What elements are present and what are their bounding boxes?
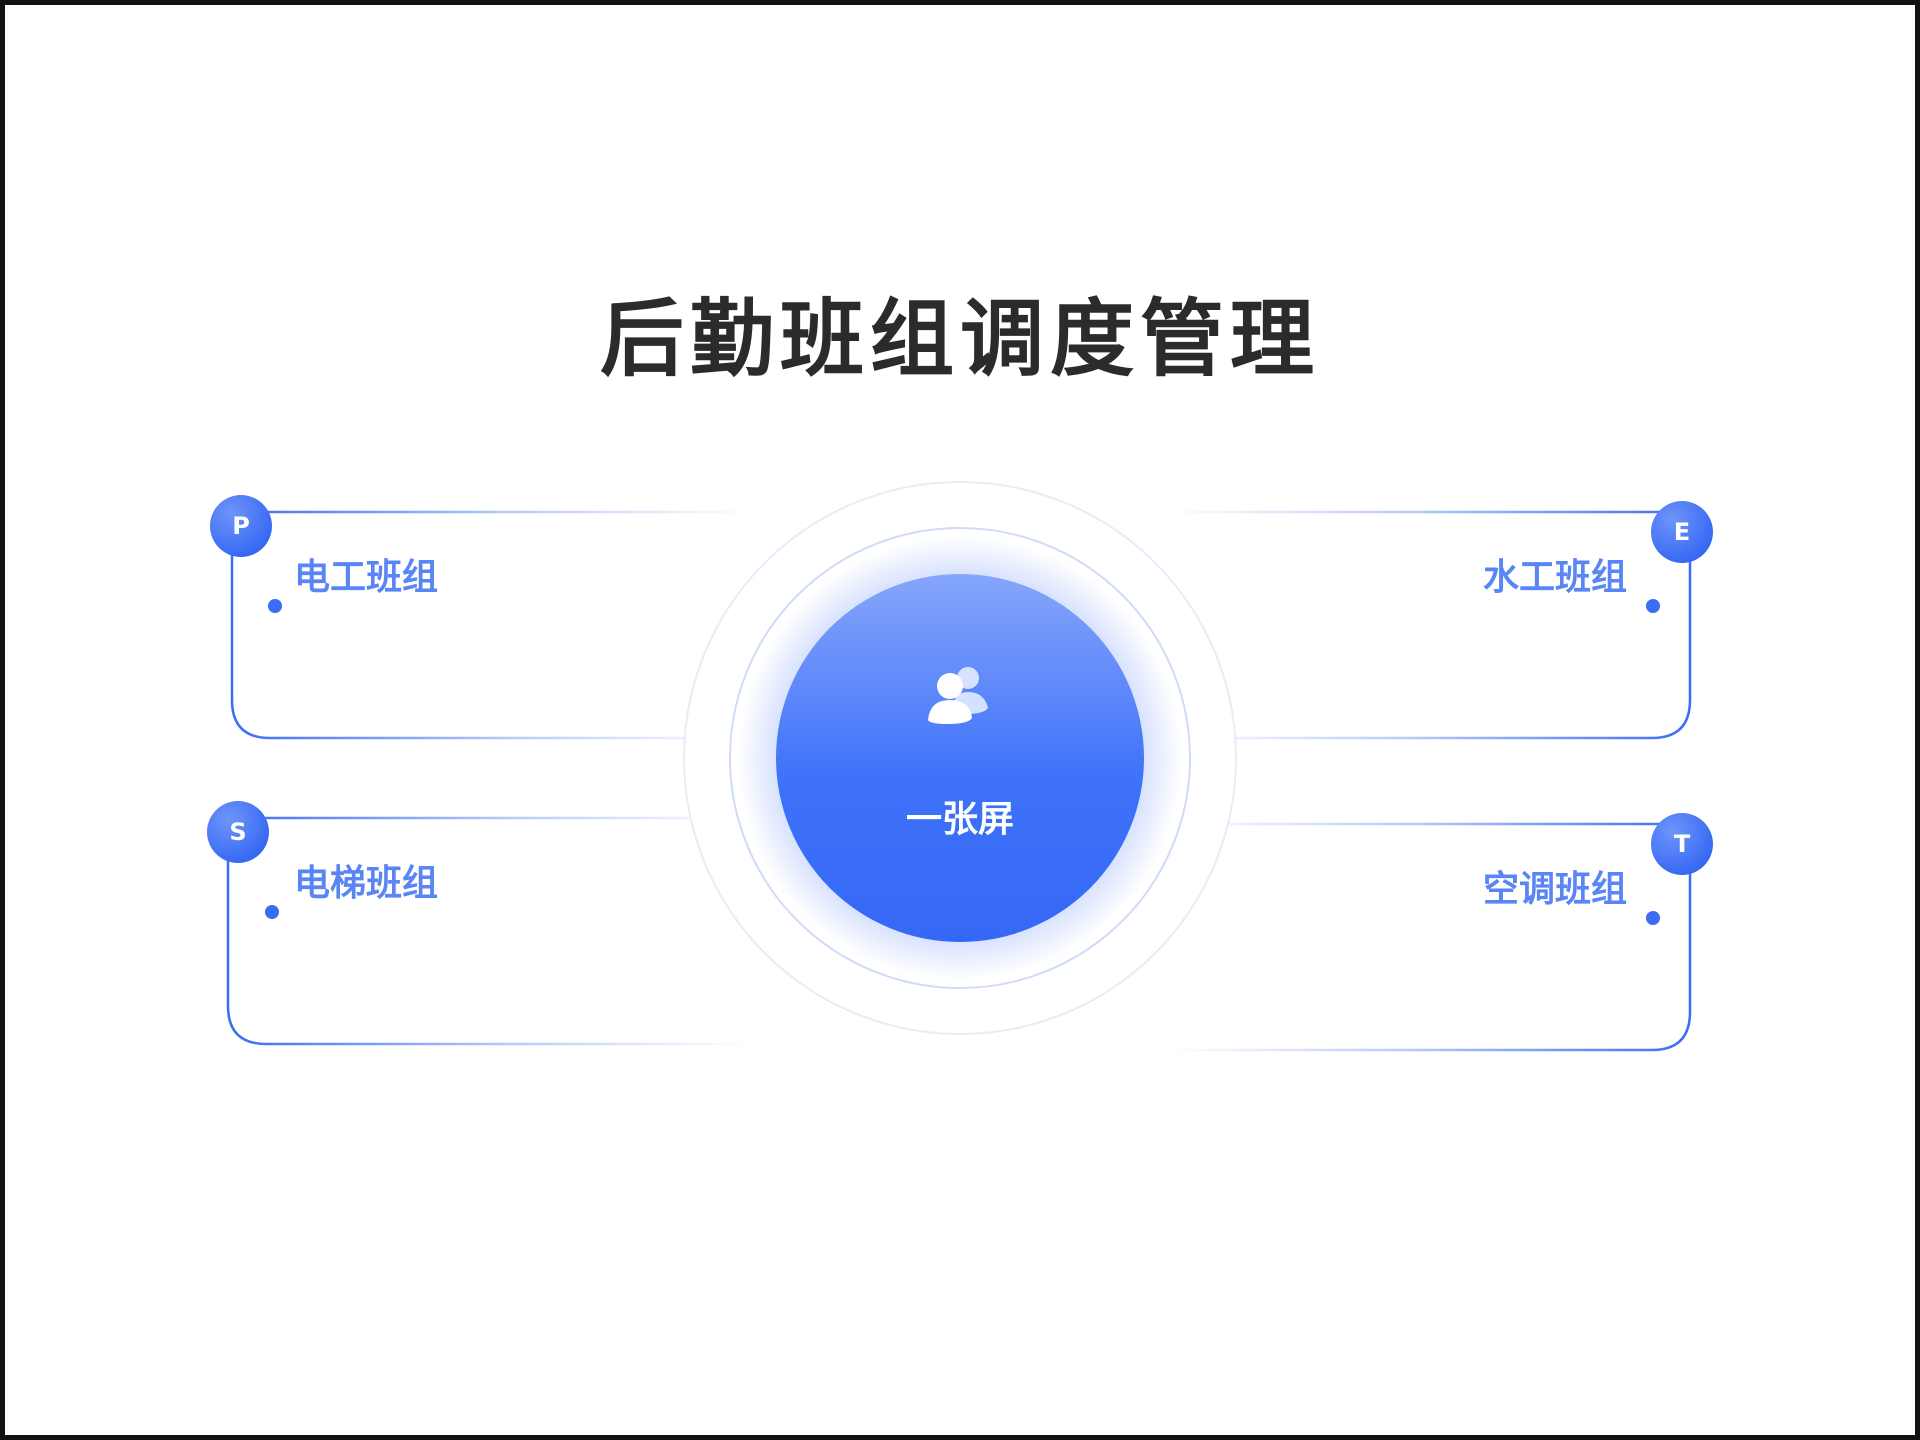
divider-dot-bottom-left xyxy=(265,905,279,919)
card-outline-top-left xyxy=(230,510,750,740)
badge-letter-t: T xyxy=(1673,830,1691,858)
badge-circle-p xyxy=(210,495,272,557)
card-label-plumbing: 水工班组 xyxy=(1482,557,1627,598)
badge-circle-e xyxy=(1651,501,1713,563)
badge-circle-s xyxy=(207,801,269,863)
card-outline-top-right xyxy=(1170,510,1692,740)
card-label-elevator: 电梯班组 xyxy=(294,863,439,904)
divider-dot-top-left xyxy=(268,599,282,613)
badge-letter-e: E xyxy=(1673,518,1691,546)
badge-circle-t xyxy=(1651,813,1713,875)
hub-label: 一张屏 xyxy=(905,799,1014,840)
hub-circle xyxy=(776,574,1144,942)
badge-letter-p: P xyxy=(232,512,250,540)
badge-letter-s: S xyxy=(229,818,247,846)
divider-dot-top-right xyxy=(1646,599,1660,613)
card-outline-bottom-left xyxy=(226,816,750,1046)
card-label-hvac: 空调班组 xyxy=(1482,869,1627,910)
page-title: 后勤班组调度管理 xyxy=(599,290,1320,388)
card-label-electrician: 电工班组 xyxy=(294,557,439,598)
divider-dot-bottom-right xyxy=(1646,911,1660,925)
users-icon xyxy=(928,667,988,724)
card-outline-bottom-right xyxy=(1170,822,1692,1052)
